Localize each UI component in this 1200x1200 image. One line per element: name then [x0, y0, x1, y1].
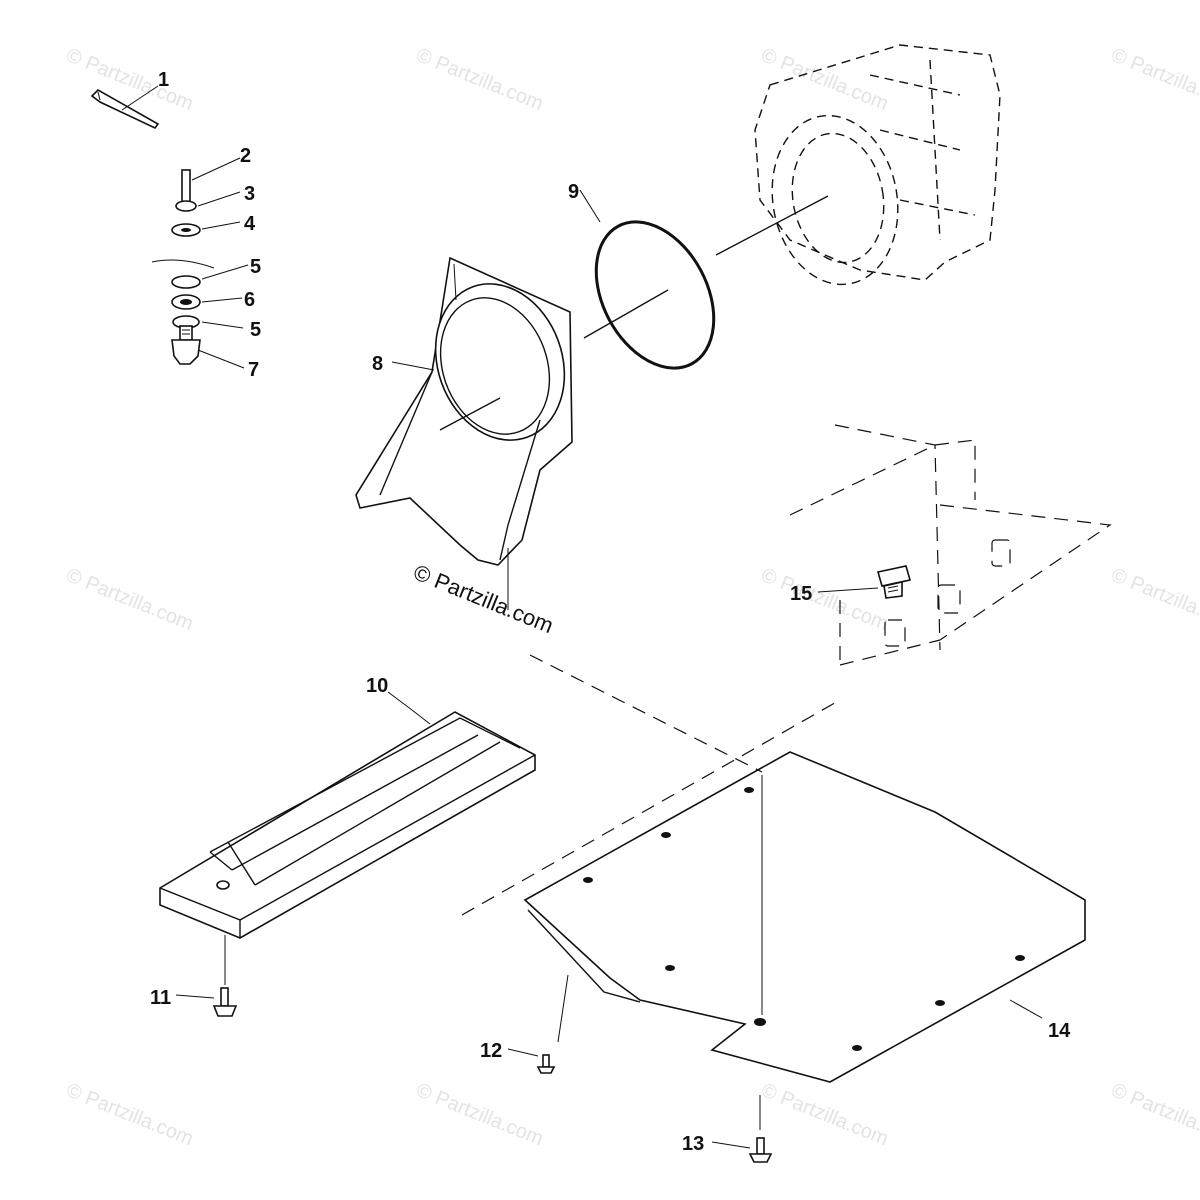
watermark: © Partzilla.com [758, 1079, 891, 1150]
callout-10: 10 [366, 675, 388, 697]
callout-5: 5 [250, 256, 261, 278]
part-1-cable-tie [90, 89, 160, 130]
part-12-screw [536, 1054, 556, 1074]
part-14-skid-plate [523, 751, 1086, 1083]
callout-9: 9 [568, 181, 579, 203]
leader-lines [121, 85, 1043, 1149]
hull-area-reference [789, 424, 1112, 666]
callout-14: 14 [1048, 1020, 1071, 1042]
part-9-o-ring [594, 220, 716, 370]
part-2-7-mount-stack [151, 169, 215, 365]
callout-5b: 5 [250, 319, 261, 341]
callout-6: 6 [244, 289, 255, 311]
watermark: © Partzilla.com [413, 1079, 546, 1150]
watermark: © Partzilla.com [1108, 1079, 1200, 1150]
callout-3: 3 [244, 183, 255, 205]
callout-11: 11 [150, 987, 171, 1009]
callout-1: 1 [158, 69, 169, 91]
watermark: © Partzilla.com [758, 564, 891, 635]
callout-8: 8 [372, 353, 383, 375]
watermark: © Partzilla.com [63, 564, 196, 635]
main-watermark: © Partzilla.com [410, 559, 557, 638]
part-13-screw [748, 1137, 773, 1163]
callout-7: 7 [248, 359, 259, 381]
callout-13: 13 [682, 1133, 704, 1155]
part-8-duct-housing [355, 256, 573, 566]
watermark: © Partzilla.com [413, 44, 546, 115]
callout-12: 12 [480, 1040, 502, 1062]
assembly-lines [224, 195, 841, 1130]
callout-15: 15 [790, 583, 812, 605]
watermark: © Partzilla.com [1108, 564, 1200, 635]
watermark: © Partzilla.com [63, 1079, 196, 1150]
part-10-ride-plate [159, 711, 536, 939]
watermark: © Partzilla.com [758, 44, 891, 115]
pump-body-reference [754, 44, 1001, 286]
callout-2: 2 [240, 145, 251, 167]
part-15-drain-plug [876, 565, 912, 599]
watermark: © Partzilla.com [1108, 44, 1200, 115]
part-11-screw [212, 987, 238, 1017]
callout-4: 4 [244, 213, 256, 235]
callout-labels: 1 2 3 4 5 6 5 7 8 9 10 11 12 13 14 15 [150, 69, 1071, 1155]
